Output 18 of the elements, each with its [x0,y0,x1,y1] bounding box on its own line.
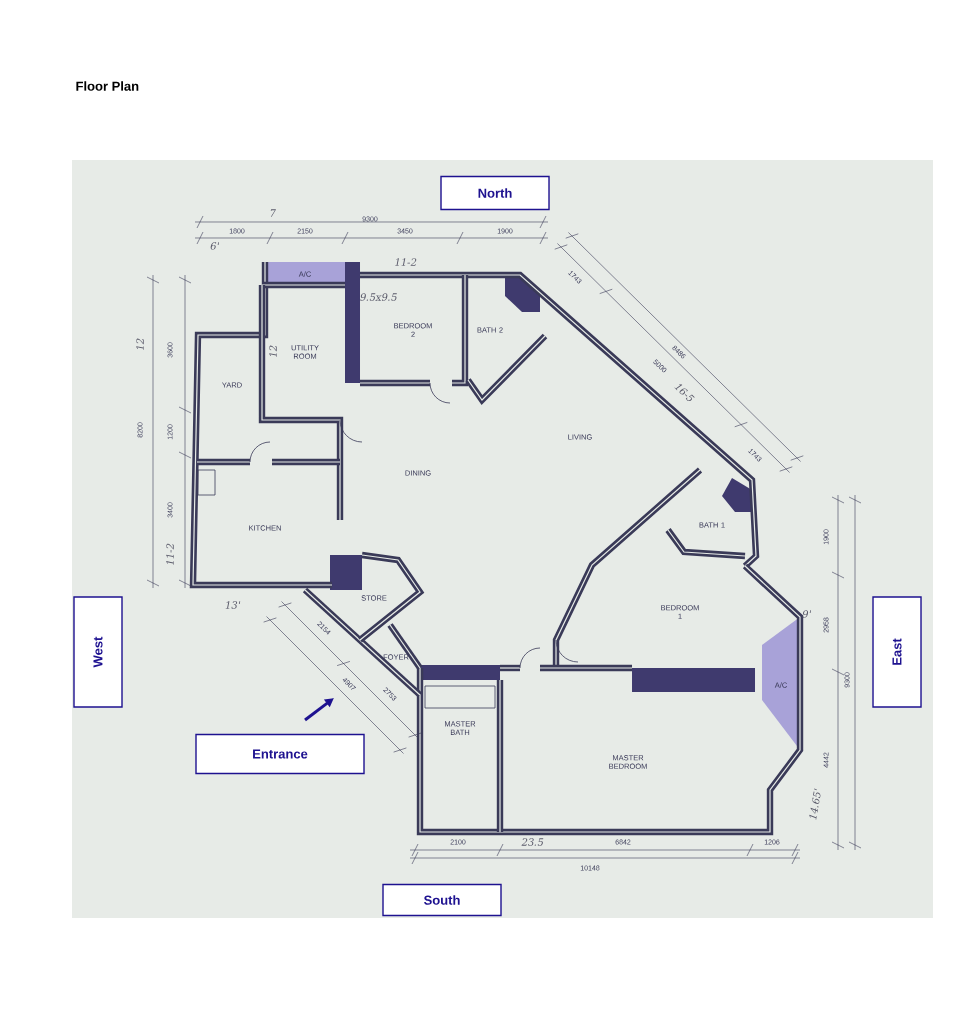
handwritten-note: 12 [269,345,277,357]
direction-box: North [440,175,550,211]
handwritten-note: 14.65' [809,788,821,820]
handwritten-note: 6' [210,242,219,250]
handwritten-note: 9' [802,610,812,618]
handwritten-note: 16-5 [674,384,695,402]
handwritten-note: 7 [270,209,276,217]
title: Floor Plan [76,81,139,91]
handwritten-note: 13' [225,601,241,609]
direction-box: Entrance [195,733,365,775]
direction-box: South [382,883,502,917]
handwritten-note: 11-2 [166,543,174,565]
direction-box: West [73,596,123,708]
direction-box: East [872,596,922,708]
handwritten-note: 9.5x9.5 [360,293,397,301]
handwritten-note: 11-2 [395,258,417,266]
handwritten-note: 23.5 [521,838,544,846]
handwritten-note: 12 [136,338,144,350]
